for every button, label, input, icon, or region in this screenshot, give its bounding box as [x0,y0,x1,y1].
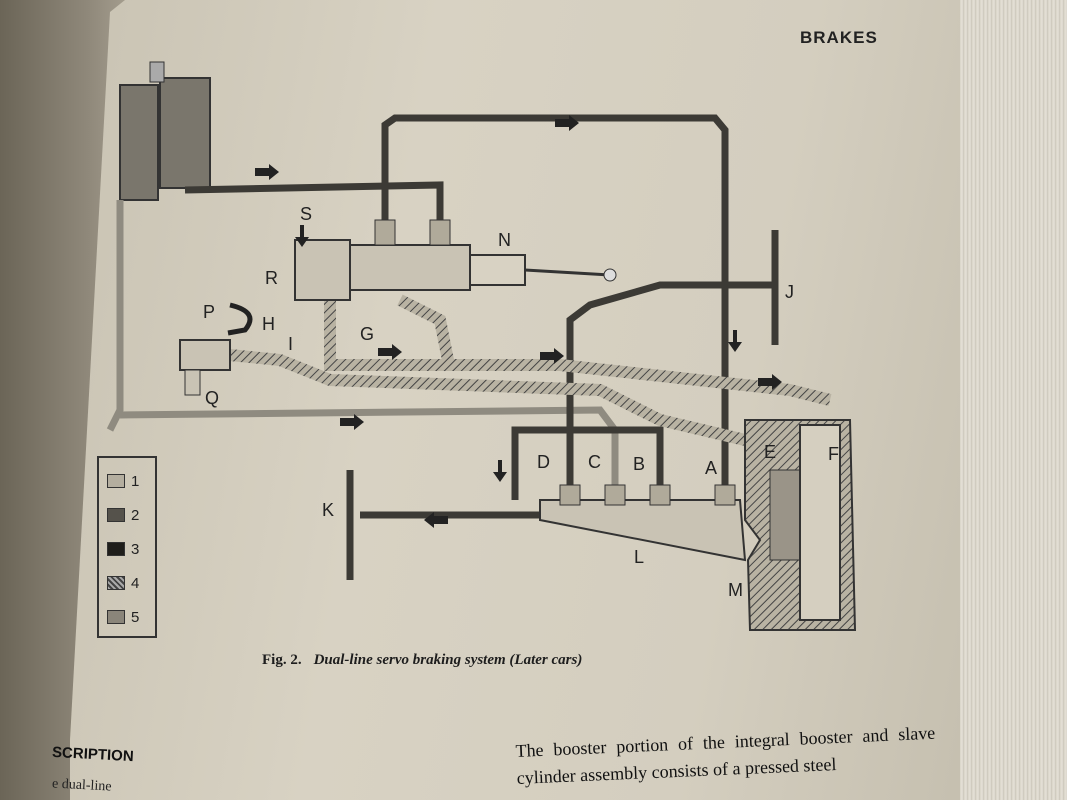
flow-arrows [255,115,782,528]
label-e: E [764,442,776,462]
label-j: J [785,282,794,302]
label-n: N [498,230,511,250]
label-s: S [300,204,312,224]
legend-item: 3 [107,540,139,558]
legend-item: 2 [107,506,139,524]
figure-number: Fig. 2. [262,652,302,668]
label-f: F [828,444,839,464]
label-r: R [265,268,278,288]
label-d: D [537,452,550,472]
figure-caption: Fig. 2. Dual-line servo braking system (L… [262,652,582,669]
label-m: M [728,580,743,600]
label-c: C [588,452,601,472]
label-b: B [633,454,645,474]
page-edges [960,0,1067,800]
label-k: K [322,500,334,520]
pressure-switch [179,302,253,396]
label-l: L [634,547,644,567]
figure-title: Dual-line servo braking system (Later ca… [313,652,583,668]
return-pipes [106,200,619,500]
label-p: P [203,302,215,322]
pipe-legend: 1 2 3 4 5 [97,456,157,638]
page-header: BRAKES [800,28,878,47]
label-i: I [288,334,293,354]
master-cylinder [294,219,617,301]
body-fragment: e dual-line [51,776,112,795]
label-g: G [360,324,374,344]
label-h: H [262,314,275,334]
legend-item: 5 [107,608,139,626]
fluid-lines [229,294,832,446]
book-page [70,0,995,800]
diagram-labels: S N R P H I G J Q D C B A E F K L M [203,204,839,600]
servo-slave-cylinder [539,419,857,631]
fluid-reservoirs [119,61,211,201]
legend-item: 1 [107,472,139,490]
label-q: Q [205,388,219,408]
label-a: A [705,458,717,478]
legend-item: 4 [107,574,139,592]
